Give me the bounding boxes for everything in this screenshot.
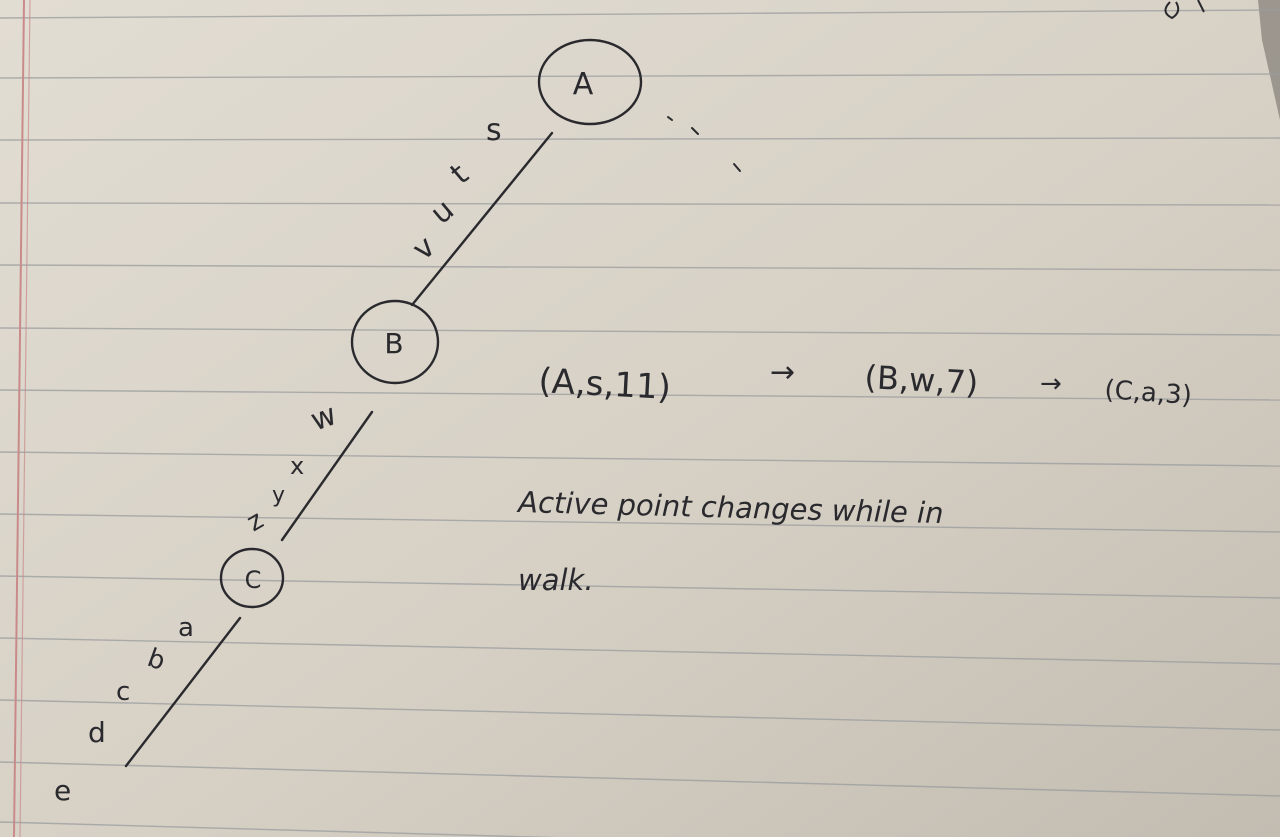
node-b: B (350, 299, 440, 385)
svg-text:C: C (245, 566, 262, 594)
svg-text:s: s (486, 113, 502, 148)
svg-text:a: a (178, 613, 194, 643)
stray-mark (1164, 0, 1205, 20)
sequence-item-2: (B,w,7) (864, 358, 980, 402)
sequence-item-3: (C,a,3) (1104, 375, 1193, 411)
sequence-item-1: (A,s,11) (538, 361, 672, 408)
edge-a-b (410, 131, 554, 307)
sequence-arrow-2: → (1040, 369, 1062, 399)
dotted-branch (667, 116, 741, 172)
edge-b-c (280, 410, 374, 542)
tree-edges (124, 131, 554, 768)
svg-text:c: c (116, 677, 130, 707)
sequence-arrow-1: → (770, 355, 795, 390)
svg-text:x: x (290, 452, 304, 480)
edge-c-end (124, 616, 242, 768)
node-a: A (537, 38, 643, 126)
margin-line (13, 0, 25, 837)
svg-text:B: B (384, 327, 403, 360)
svg-text:A: A (573, 67, 594, 102)
margin-line-2 (19, 0, 31, 837)
ruled-lines (0, 9, 1280, 837)
active-point-sequence: (A,s,11) → (B,w,7) → (C,a,3) (538, 355, 1193, 411)
node-c: C (219, 547, 285, 609)
svg-text:y: y (272, 483, 285, 508)
note-line-2: walk. (518, 563, 594, 597)
svg-text:e: e (54, 774, 71, 807)
page-edge-shadow (1258, 0, 1280, 120)
svg-text:d: d (88, 716, 106, 749)
